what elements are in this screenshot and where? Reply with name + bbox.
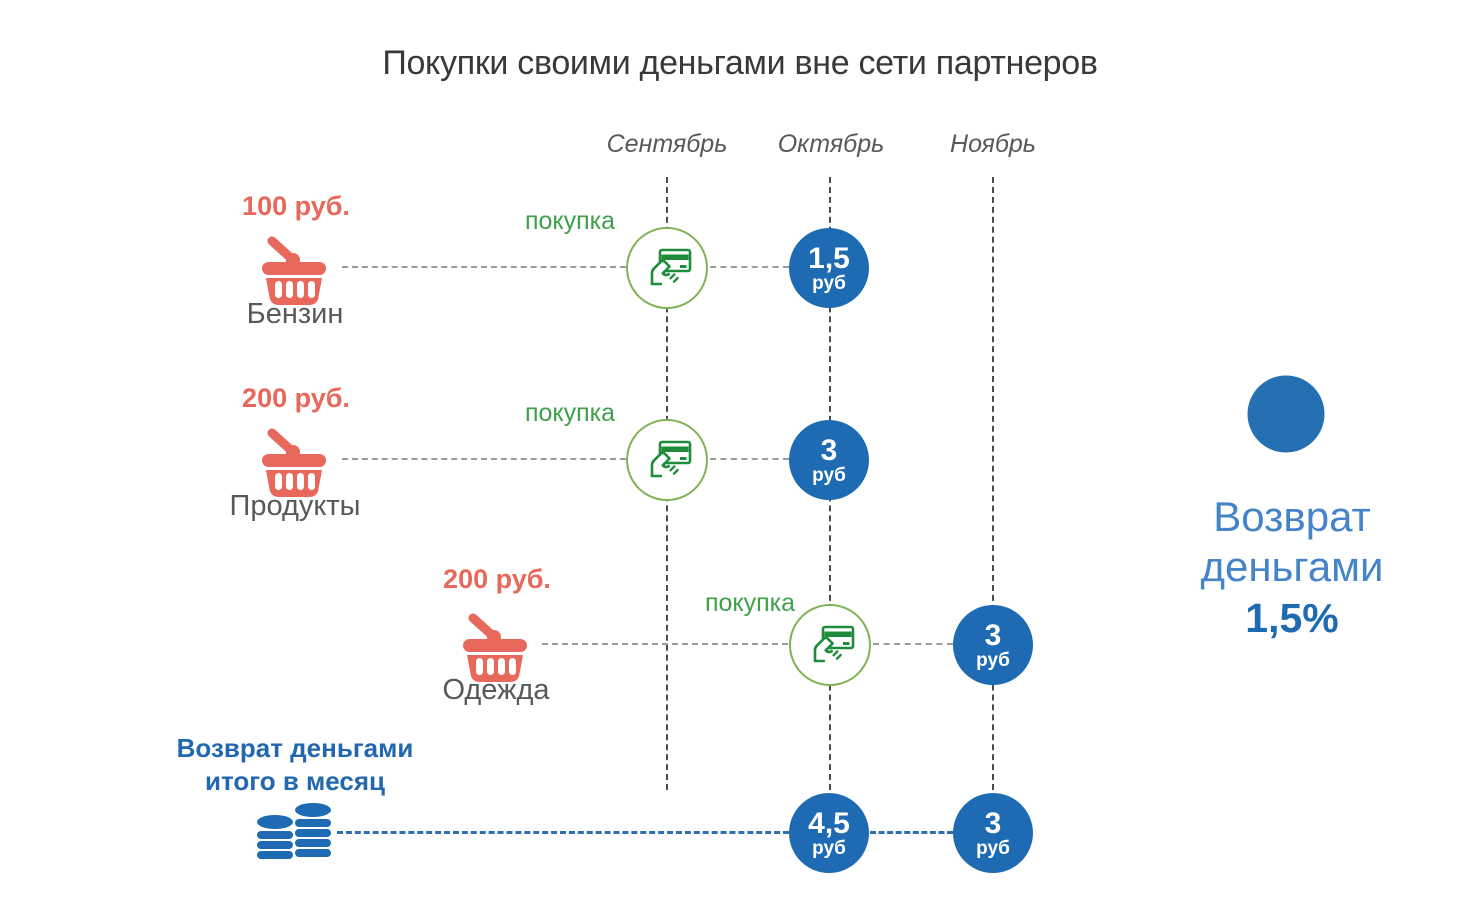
row-odezhda-cashback-circle: 3 руб (953, 605, 1033, 685)
connector-odezhda-basket-to-purchase (542, 643, 788, 645)
cashback-value: 1,5 (808, 241, 850, 275)
row-benzin-category: Бензин (246, 298, 344, 330)
basket-icon (457, 606, 533, 684)
row-benzin-amount: 100 руб. (242, 191, 350, 221)
row-produkty-cashback-circle: 3 руб (789, 420, 869, 500)
total-november-circle: 3 руб (953, 793, 1033, 873)
legend-line2: деньгами (1200, 543, 1384, 590)
cashback-unit: руб (812, 464, 846, 486)
cashback-unit: руб (812, 272, 846, 294)
cashback-value: 3 (984, 618, 1002, 652)
legend-line1: Возврат (1213, 493, 1371, 540)
connector-benzin-basket-to-purchase (342, 266, 626, 268)
cashback-unit: руб (976, 649, 1010, 671)
connector-odezhda-purchase-to-cashback (873, 643, 953, 645)
month-label-october: Октябрь (777, 130, 885, 158)
total-label-line2: итого в месяц (204, 766, 386, 796)
basket-icon (256, 229, 332, 307)
page-title: Покупки своими деньгами вне сети партнер… (382, 44, 1098, 82)
coin-stacks-icon (255, 802, 333, 864)
connector-produkty-purchase-to-cashback (710, 458, 789, 460)
card-in-hand-icon (803, 616, 857, 675)
month-label-november: Ноябрь (950, 130, 1036, 158)
row-odezhda-category: Одежда (442, 674, 550, 706)
row-benzin-purchase-label: покупка (524, 207, 616, 235)
row-benzin-cashback-circle: 1,5 руб (789, 228, 869, 308)
legend-text: Возврат деньгами (1200, 492, 1383, 592)
cashback-value: 4,5 (808, 806, 850, 840)
row-produkty-purchase-label: покупка (524, 399, 616, 427)
cashback-value: 3 (820, 433, 838, 467)
cashback-value: 3 (984, 806, 1002, 840)
row-produkty-category: Продукты (229, 490, 361, 522)
basket-icon (256, 421, 332, 499)
card-in-hand-icon (640, 239, 694, 298)
row-odezhda-purchase-circle (789, 604, 871, 686)
row-benzin-purchase-circle (626, 227, 708, 309)
gridline-november (992, 177, 994, 790)
connector-benzin-purchase-to-cashback (710, 266, 789, 268)
connector-produkty-basket-to-purchase (342, 458, 626, 460)
row-odezhda-amount: 200 руб. (443, 564, 551, 594)
legend-percent: 1,5% (1245, 595, 1339, 641)
connector-total-coins-to-october (337, 831, 789, 834)
cashback-unit: руб (976, 837, 1010, 859)
card-in-hand-icon (640, 431, 694, 490)
row-produkty-amount: 200 руб. (242, 383, 350, 413)
row-produkty-purchase-circle (626, 419, 708, 501)
cashback-unit: руб (812, 837, 846, 859)
month-label-september: Сентябрь (606, 130, 728, 158)
connector-total-october-to-november (870, 831, 953, 834)
row-odezhda-purchase-label: покупка (704, 589, 796, 617)
filled-circle-icon (1247, 375, 1325, 453)
total-october-circle: 4,5 руб (789, 793, 869, 873)
total-label-line1: Возврат деньгами (176, 733, 414, 763)
